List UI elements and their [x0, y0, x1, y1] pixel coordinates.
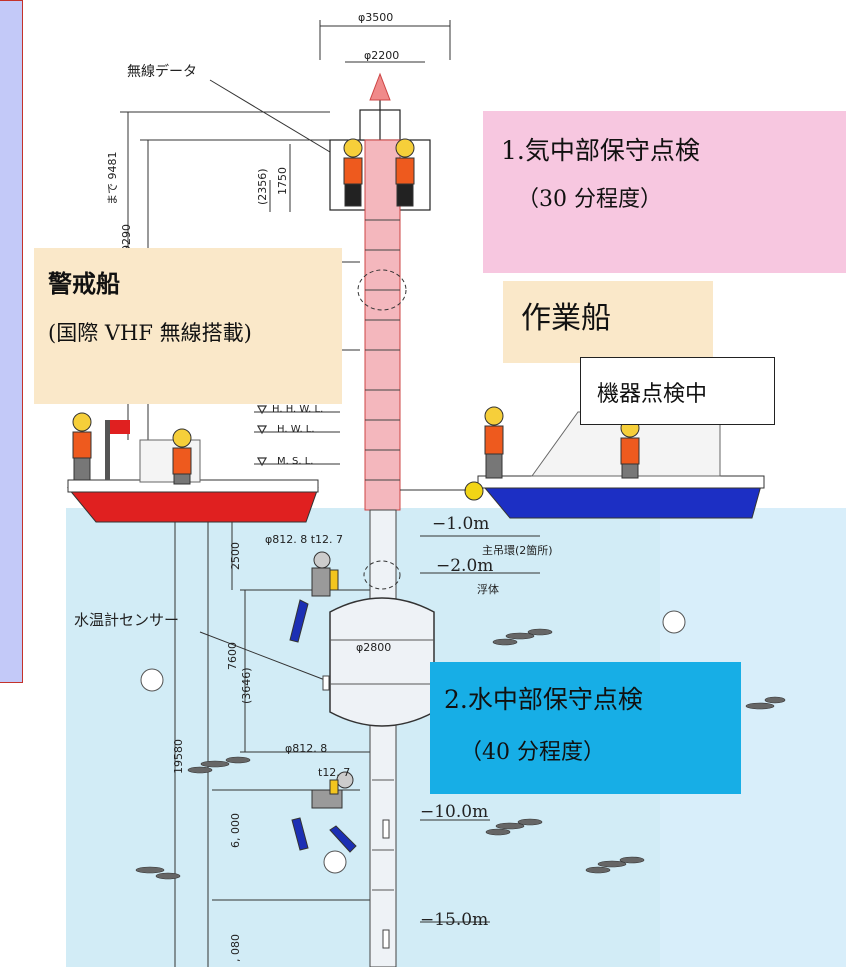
pole	[364, 139, 401, 511]
hwl-label: H. W. L.	[277, 424, 315, 435]
fish-schools	[135, 628, 786, 880]
underwater-maintenance-box: 2.水中部保守点検 （40 分程度）	[430, 662, 741, 794]
pipe-thickness-label-2: t12. 7	[318, 766, 351, 779]
worker-figures	[72, 138, 640, 485]
depth-15m: −15.0m	[420, 910, 489, 930]
dim-080: , 080	[229, 934, 242, 962]
air-maintenance-time: （30 分程度）	[517, 187, 662, 212]
float-label: 浮体	[477, 583, 499, 596]
underwater-pole	[369, 509, 397, 967]
dia-3500-label: φ3500	[358, 11, 394, 24]
dia-2200-label: φ2200	[364, 49, 400, 62]
equipment-check-label: 機器点検中	[580, 357, 775, 425]
guard-boat-subtitle: (国際 VHF 無線搭載)	[48, 321, 252, 345]
dim-9481: まで 9481	[106, 151, 119, 206]
diver-figures	[289, 551, 357, 853]
depth-1m: −1.0m	[432, 514, 490, 534]
top-mark	[369, 72, 391, 101]
msl-label: M. S. L.	[277, 456, 314, 467]
wireless-data-label: 無線データ	[127, 64, 197, 80]
jellyfish	[140, 610, 686, 874]
depth-10m: −10.0m	[420, 802, 489, 822]
float-body	[329, 597, 435, 727]
dim-2356: (2356)	[256, 168, 269, 205]
dim-3646: (3646)	[240, 667, 253, 704]
pipe-spec-label-1: φ812. 8 t12. 7	[265, 533, 344, 546]
water-sensor-label: 水温計センサー	[74, 611, 180, 629]
guard-boat-hull	[66, 487, 319, 523]
dim-19580: 19580	[172, 739, 185, 774]
pipe-spec-label-2: φ812. 8	[285, 742, 328, 755]
guard-boat-box: 警戒船 (国際 VHF 無線搭載)	[34, 248, 342, 404]
work-boat-label: 作業船	[503, 281, 713, 363]
side-panel	[0, 0, 23, 683]
dim-1750: 1750	[276, 167, 289, 195]
hhwl-label: H. H. W. L.	[272, 404, 324, 415]
underwater-maintenance-time: （40 分程度）	[460, 740, 605, 765]
underwater-maintenance-title: 2.水中部保守点検	[444, 685, 643, 714]
main-ring-label: 主吊環(2箇所)	[482, 544, 553, 557]
guard-boat-title: 警戒船	[48, 270, 120, 298]
depth-2m: −2.0m	[436, 556, 494, 576]
dim-7600: 7600	[226, 642, 239, 670]
dia-2800-label: φ2800	[356, 641, 392, 654]
dim-2500: 2500	[229, 542, 242, 570]
air-maintenance-box: 1.気中部保守点検 （30 分程度）	[483, 111, 846, 273]
dim-6000: 6, 000	[229, 813, 242, 848]
air-maintenance-title: 1.気中部保守点検	[501, 136, 700, 165]
